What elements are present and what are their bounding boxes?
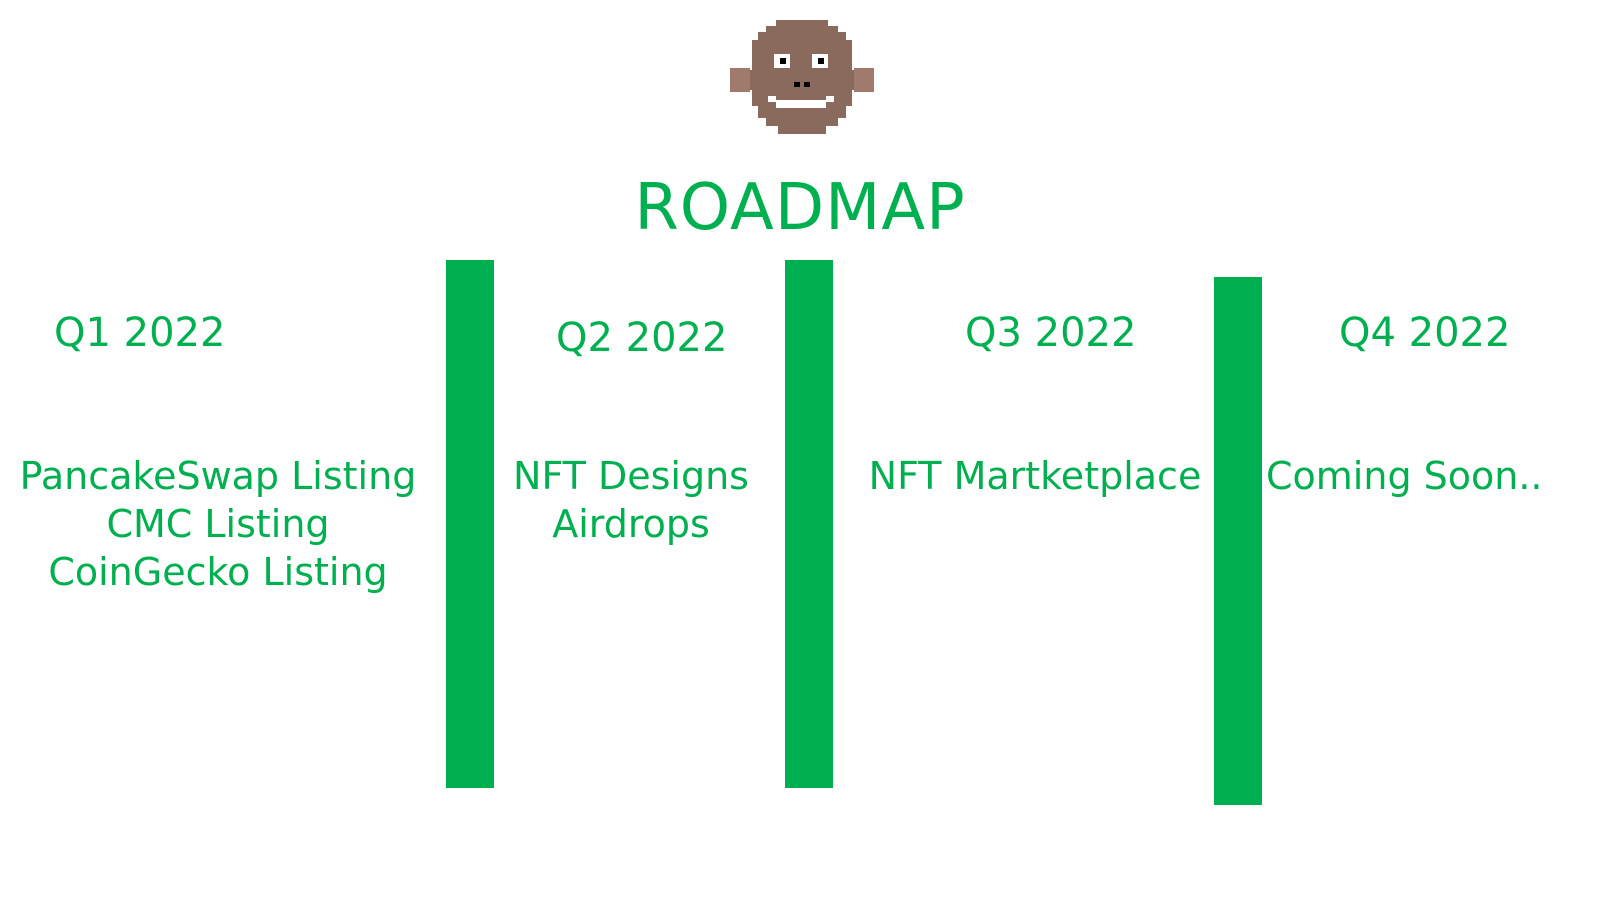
roadmap-item: CMC Listing xyxy=(106,502,330,546)
quarter-label-q2: Q2 2022 xyxy=(556,315,728,361)
roadmap-item: Coming Soon.. xyxy=(1266,454,1543,498)
roadmap-item: NFT Designs xyxy=(513,454,749,498)
timeline-divider xyxy=(446,260,494,788)
quarter-items-q3: NFT Martketplace xyxy=(850,452,1220,500)
quarter-label-q1: Q1 2022 xyxy=(54,310,226,356)
roadmap-item: NFT Martketplace xyxy=(868,454,1202,498)
quarter-label-q3: Q3 2022 xyxy=(965,310,1137,356)
quarter-label-q4: Q4 2022 xyxy=(1339,310,1511,356)
roadmap-item: Airdrops xyxy=(552,502,710,546)
roadmap-item: PancakeSwap Listing xyxy=(19,454,417,498)
page-title: ROADMAP xyxy=(634,171,966,245)
timeline-divider xyxy=(785,260,833,788)
pixel-monkey-icon xyxy=(730,20,874,134)
quarter-items-q2: NFT Designs Airdrops xyxy=(500,452,762,548)
quarter-items-q1: PancakeSwap Listing CMC Listing CoinGeck… xyxy=(8,452,428,596)
roadmap-item: CoinGecko Listing xyxy=(48,550,388,594)
quarter-items-q4: Coming Soon.. xyxy=(1266,452,1596,500)
timeline-divider xyxy=(1214,277,1262,805)
